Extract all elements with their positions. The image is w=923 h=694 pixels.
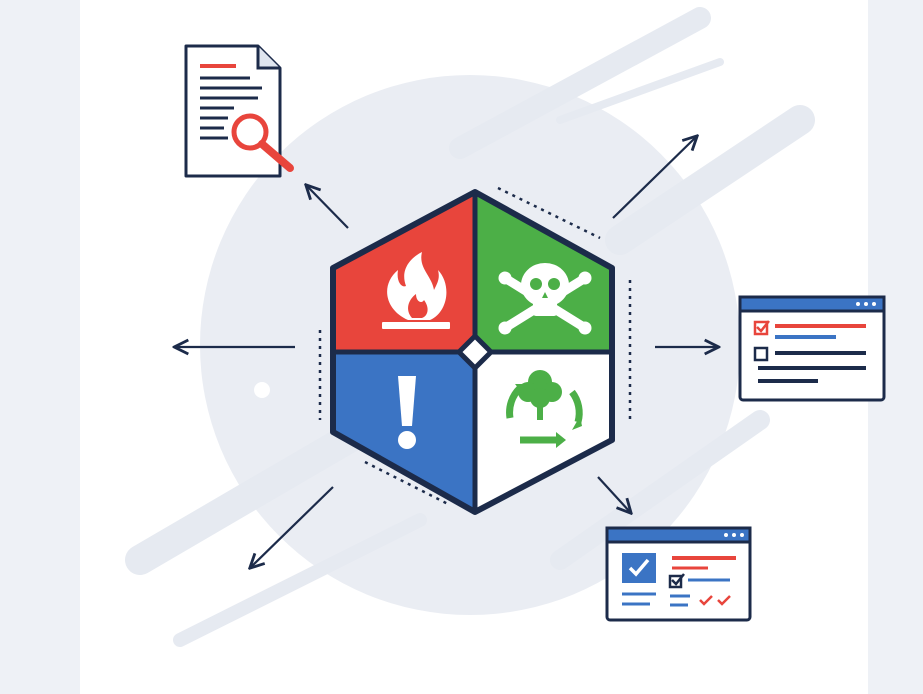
document-search-icon [184, 44, 294, 178]
center-diamond [455, 332, 495, 372]
arrow-up-right [612, 137, 696, 219]
arrow-down-right [597, 476, 630, 512]
recycle-tree-icon [506, 370, 583, 448]
decor-dot [254, 382, 270, 398]
dashed-accents [318, 186, 632, 507]
skull-crossbones-icon [498, 263, 592, 335]
arrow-down-left [251, 486, 334, 567]
background-stripes [125, 7, 815, 647]
flame-icon [382, 252, 450, 329]
arrow-up-left [307, 186, 349, 229]
report-window-icon [605, 526, 752, 622]
exclamation-icon [398, 376, 416, 449]
checklist-window-icon [738, 295, 886, 402]
arrows [176, 137, 717, 567]
